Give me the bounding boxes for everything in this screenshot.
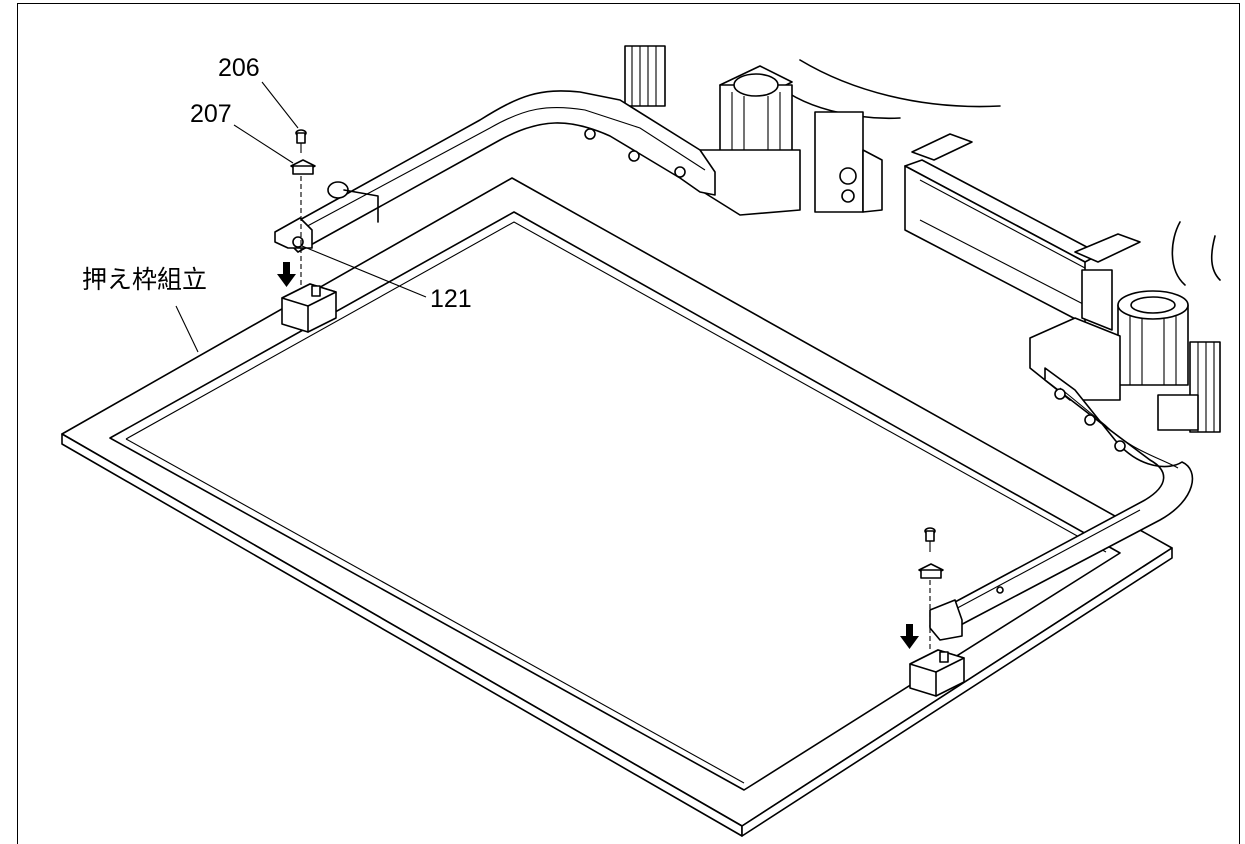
machine-background — [624, 45, 1221, 433]
fastener-upper — [277, 129, 337, 333]
presser-frame — [61, 177, 1173, 837]
figure-border — [17, 3, 1240, 844]
fastener-lower — [900, 527, 965, 697]
presser-arm-lower — [929, 367, 1194, 641]
callout-presser-frame-assembly: 押え枠組立 — [82, 266, 207, 294]
presser-arm-upper — [274, 90, 716, 253]
callout-bolt-206: 206 — [218, 54, 260, 82]
callout-pin-121: 121 — [430, 285, 472, 313]
callout-washer-207: 207 — [190, 100, 232, 128]
leader-lines — [175, 81, 427, 353]
